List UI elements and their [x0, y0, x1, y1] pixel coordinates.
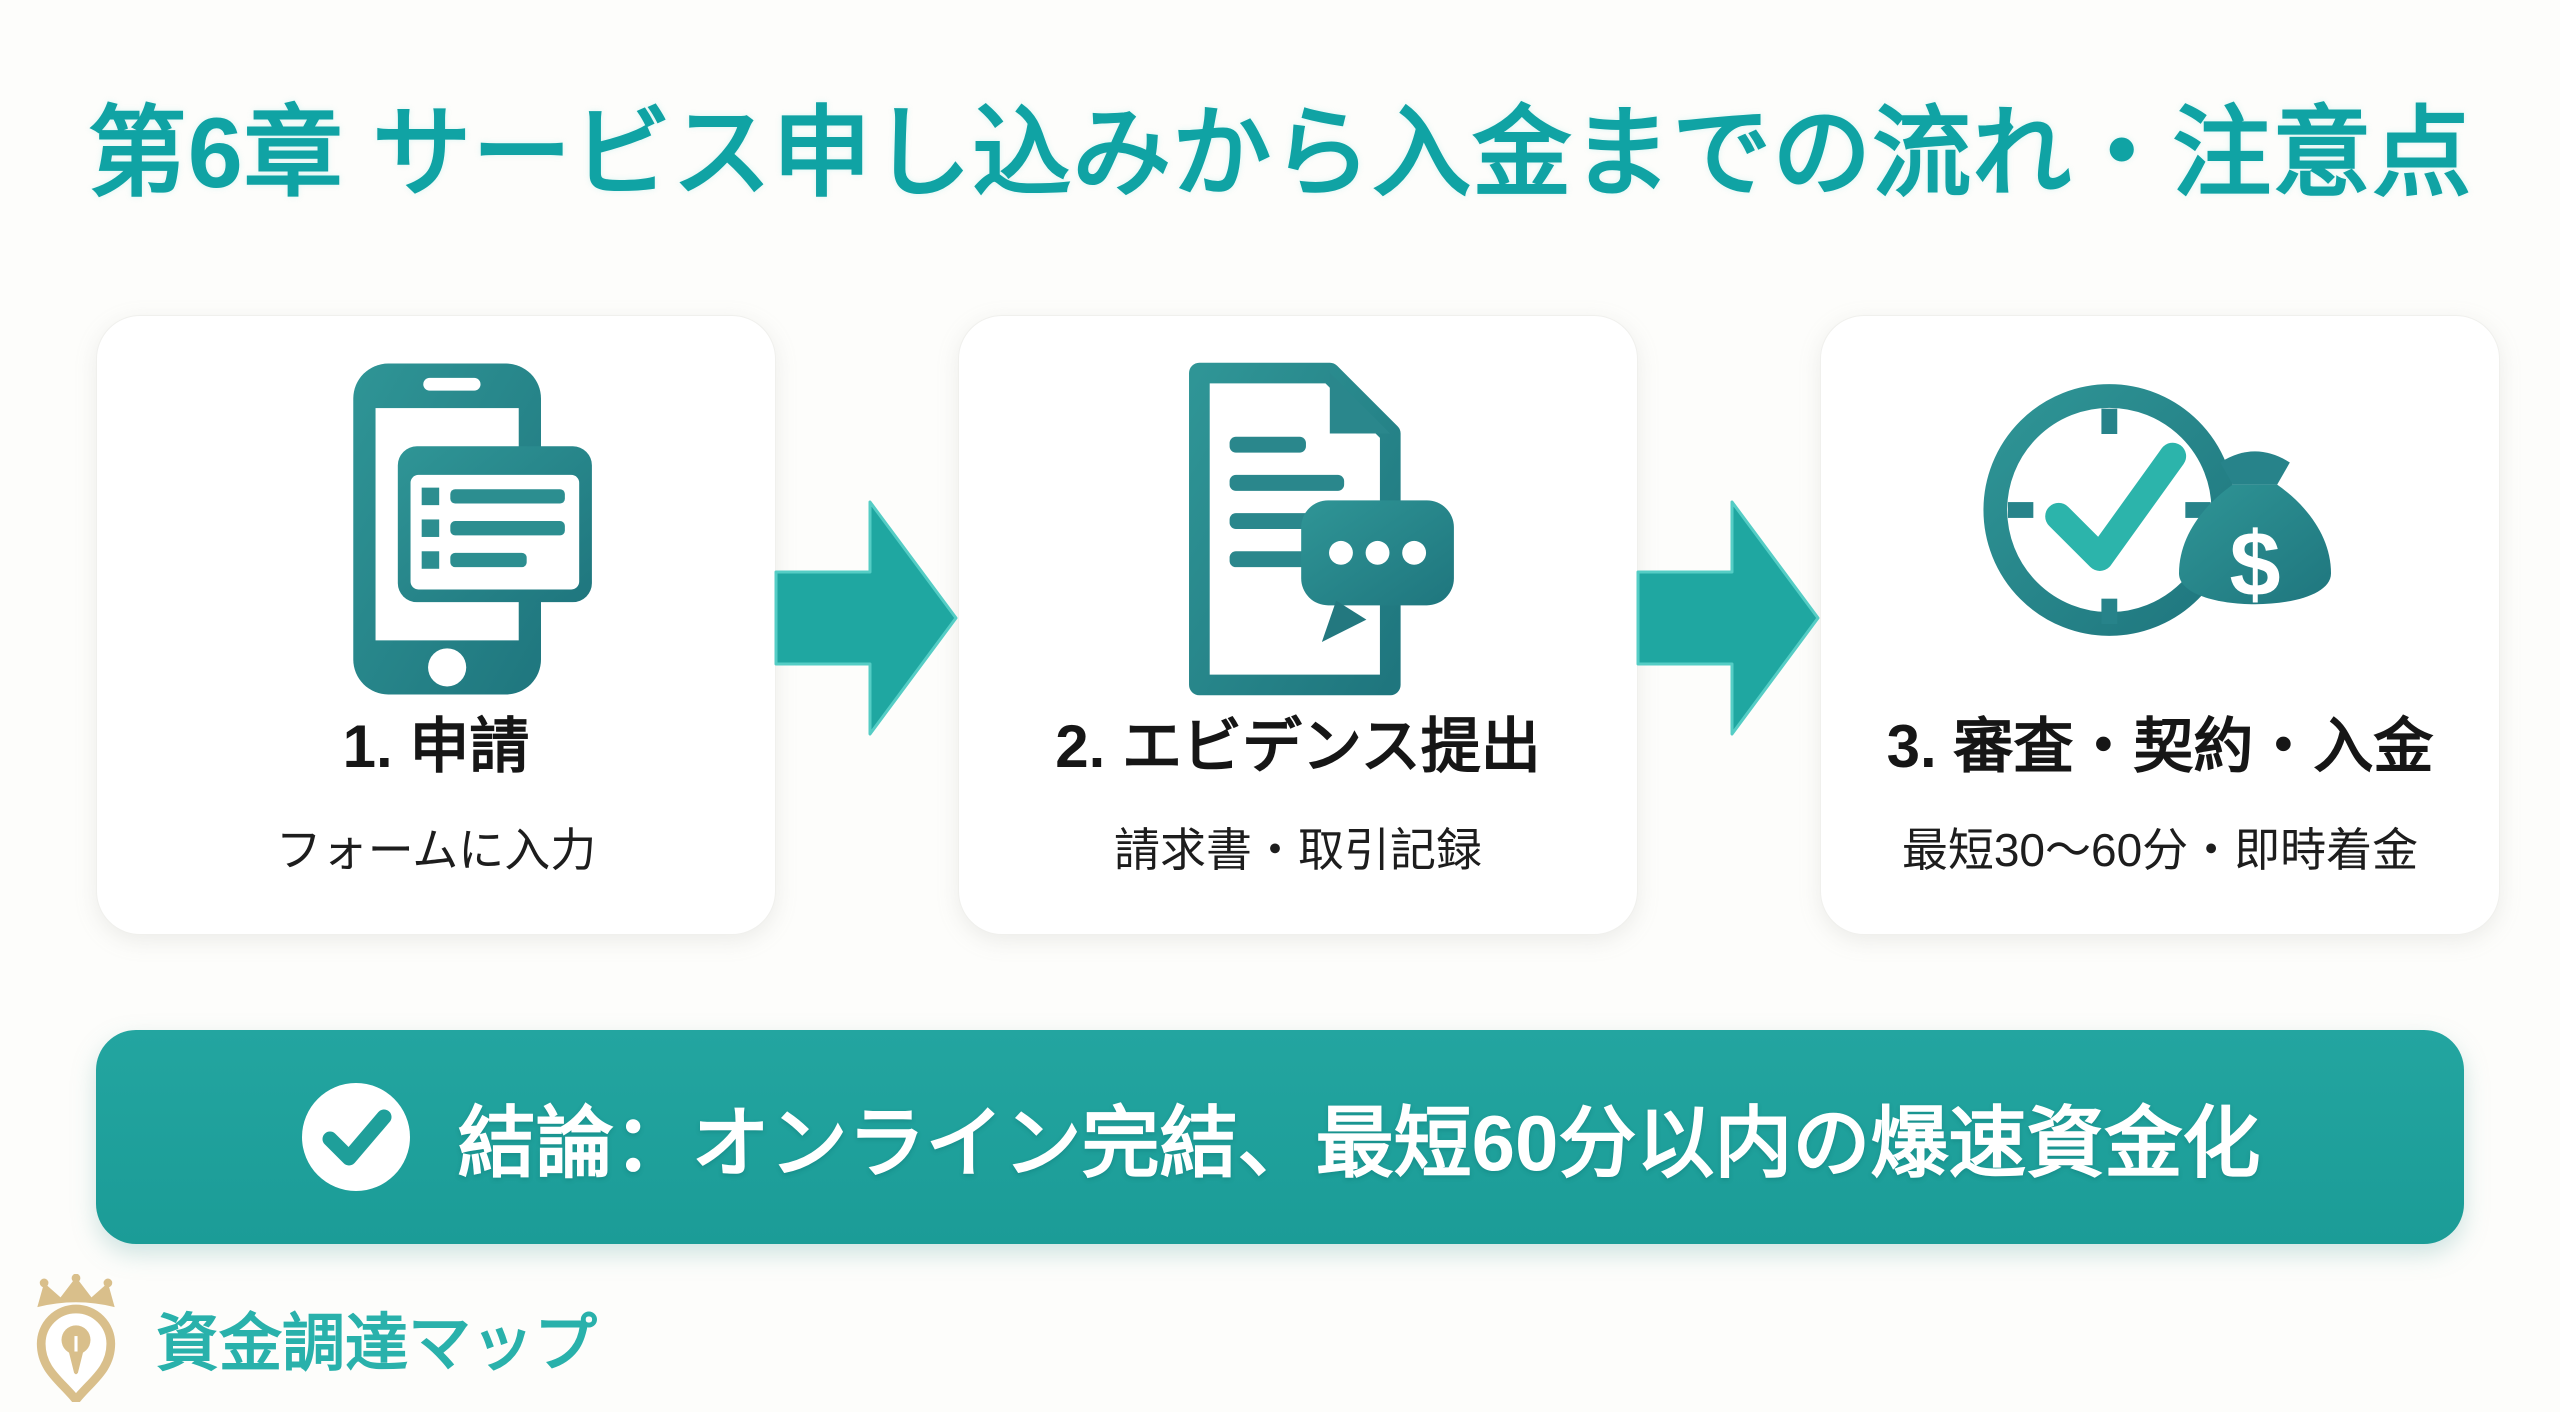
arrow-gap-2 [1636, 315, 1820, 935]
conclusion-banner: 結論：オンライン完結、最短60分以内の爆速資金化 [96, 1030, 2464, 1244]
step-card-1: 1. 申請 フォームに入力 [96, 315, 776, 935]
step-card-3: $ 3. 審査・契約・入金 最短30〜60分・即時着金 [1820, 315, 2500, 935]
step-subtitle-1: フォームに入力 [275, 824, 597, 876]
step-subtitle-3: 最短30〜60分・即時着金 [1901, 824, 2419, 876]
svg-text:$: $ [2229, 514, 2280, 616]
steps-row: 1. 申請 フォームに入力 [96, 315, 2500, 935]
smartphone-form-icon [276, 344, 596, 714]
document-chat-icon-svg [1189, 362, 1454, 696]
clock-check-moneybag-icon-svg: $ [1983, 384, 2331, 636]
step-title-2: 2. エビデンス提出 [1055, 713, 1541, 780]
arrow-right-icon [1636, 500, 1820, 736]
footer-logo: 資金調達マップ [18, 1274, 597, 1402]
step-card-2: 2. エビデンス提出 請求書・取引記録 [958, 315, 1638, 935]
conclusion-text: 結論：オンライン完結、最短60分以内の爆速資金化 [457, 1099, 2261, 1187]
footer-logo-text: 資金調達マップ [156, 1308, 597, 1379]
arrow-right-icon [774, 500, 958, 736]
step-subtitle-2: 請求書・取引記録 [1114, 824, 1482, 876]
page-title: 第6章 サービス申し込みから入金までの流れ・注意点 [87, 97, 2473, 208]
arrow-gap-1 [774, 315, 958, 935]
check-circle-icon [301, 1083, 410, 1191]
document-chat-icon [1138, 344, 1458, 714]
step-title-3: 3. 審査・契約・入金 [1886, 713, 2434, 780]
map-pin-crown-icon [36, 1274, 116, 1402]
clock-check-moneybag-icon: $ [1970, 344, 2350, 714]
step-title-1: 1. 申請 [342, 713, 530, 780]
smartphone-form-icon-svg [353, 363, 592, 695]
